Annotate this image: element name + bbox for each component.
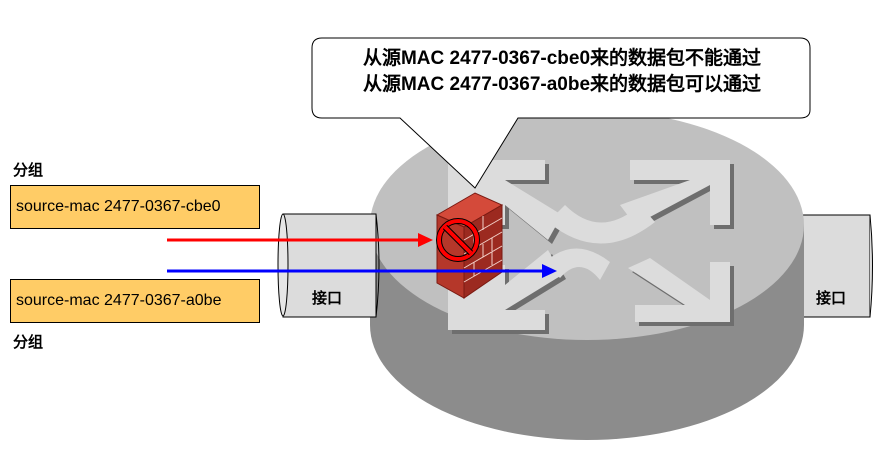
allowed-flow-arrow — [167, 264, 557, 278]
right-interface-label: 接口 — [816, 289, 847, 307]
callout-line-blocked: 从源MAC 2477-0367-cbe0来的数据包不能通过 — [362, 48, 762, 69]
router-icon — [370, 110, 804, 440]
packet-box-a0be: source-mac 2477-0367-a0be — [10, 279, 260, 323]
packet-box-cbe0: source-mac 2477-0367-cbe0 — [10, 185, 260, 229]
packet-group-label: 分组 — [13, 161, 44, 179]
no-entry-icon — [436, 218, 480, 262]
packet-group-label: 分组 — [13, 333, 44, 351]
blocked-flow-arrow — [167, 233, 433, 247]
callout-line-allowed: 从源MAC 2477-0367-a0be来的数据包可以通过 — [362, 74, 762, 95]
left-interface-label: 接口 — [312, 289, 343, 307]
callout-text: 从源MAC 2477-0367-cbe0来的数据包不能通过 从源MAC 2477… — [312, 46, 812, 98]
callout-bubble — [311, 37, 811, 189]
